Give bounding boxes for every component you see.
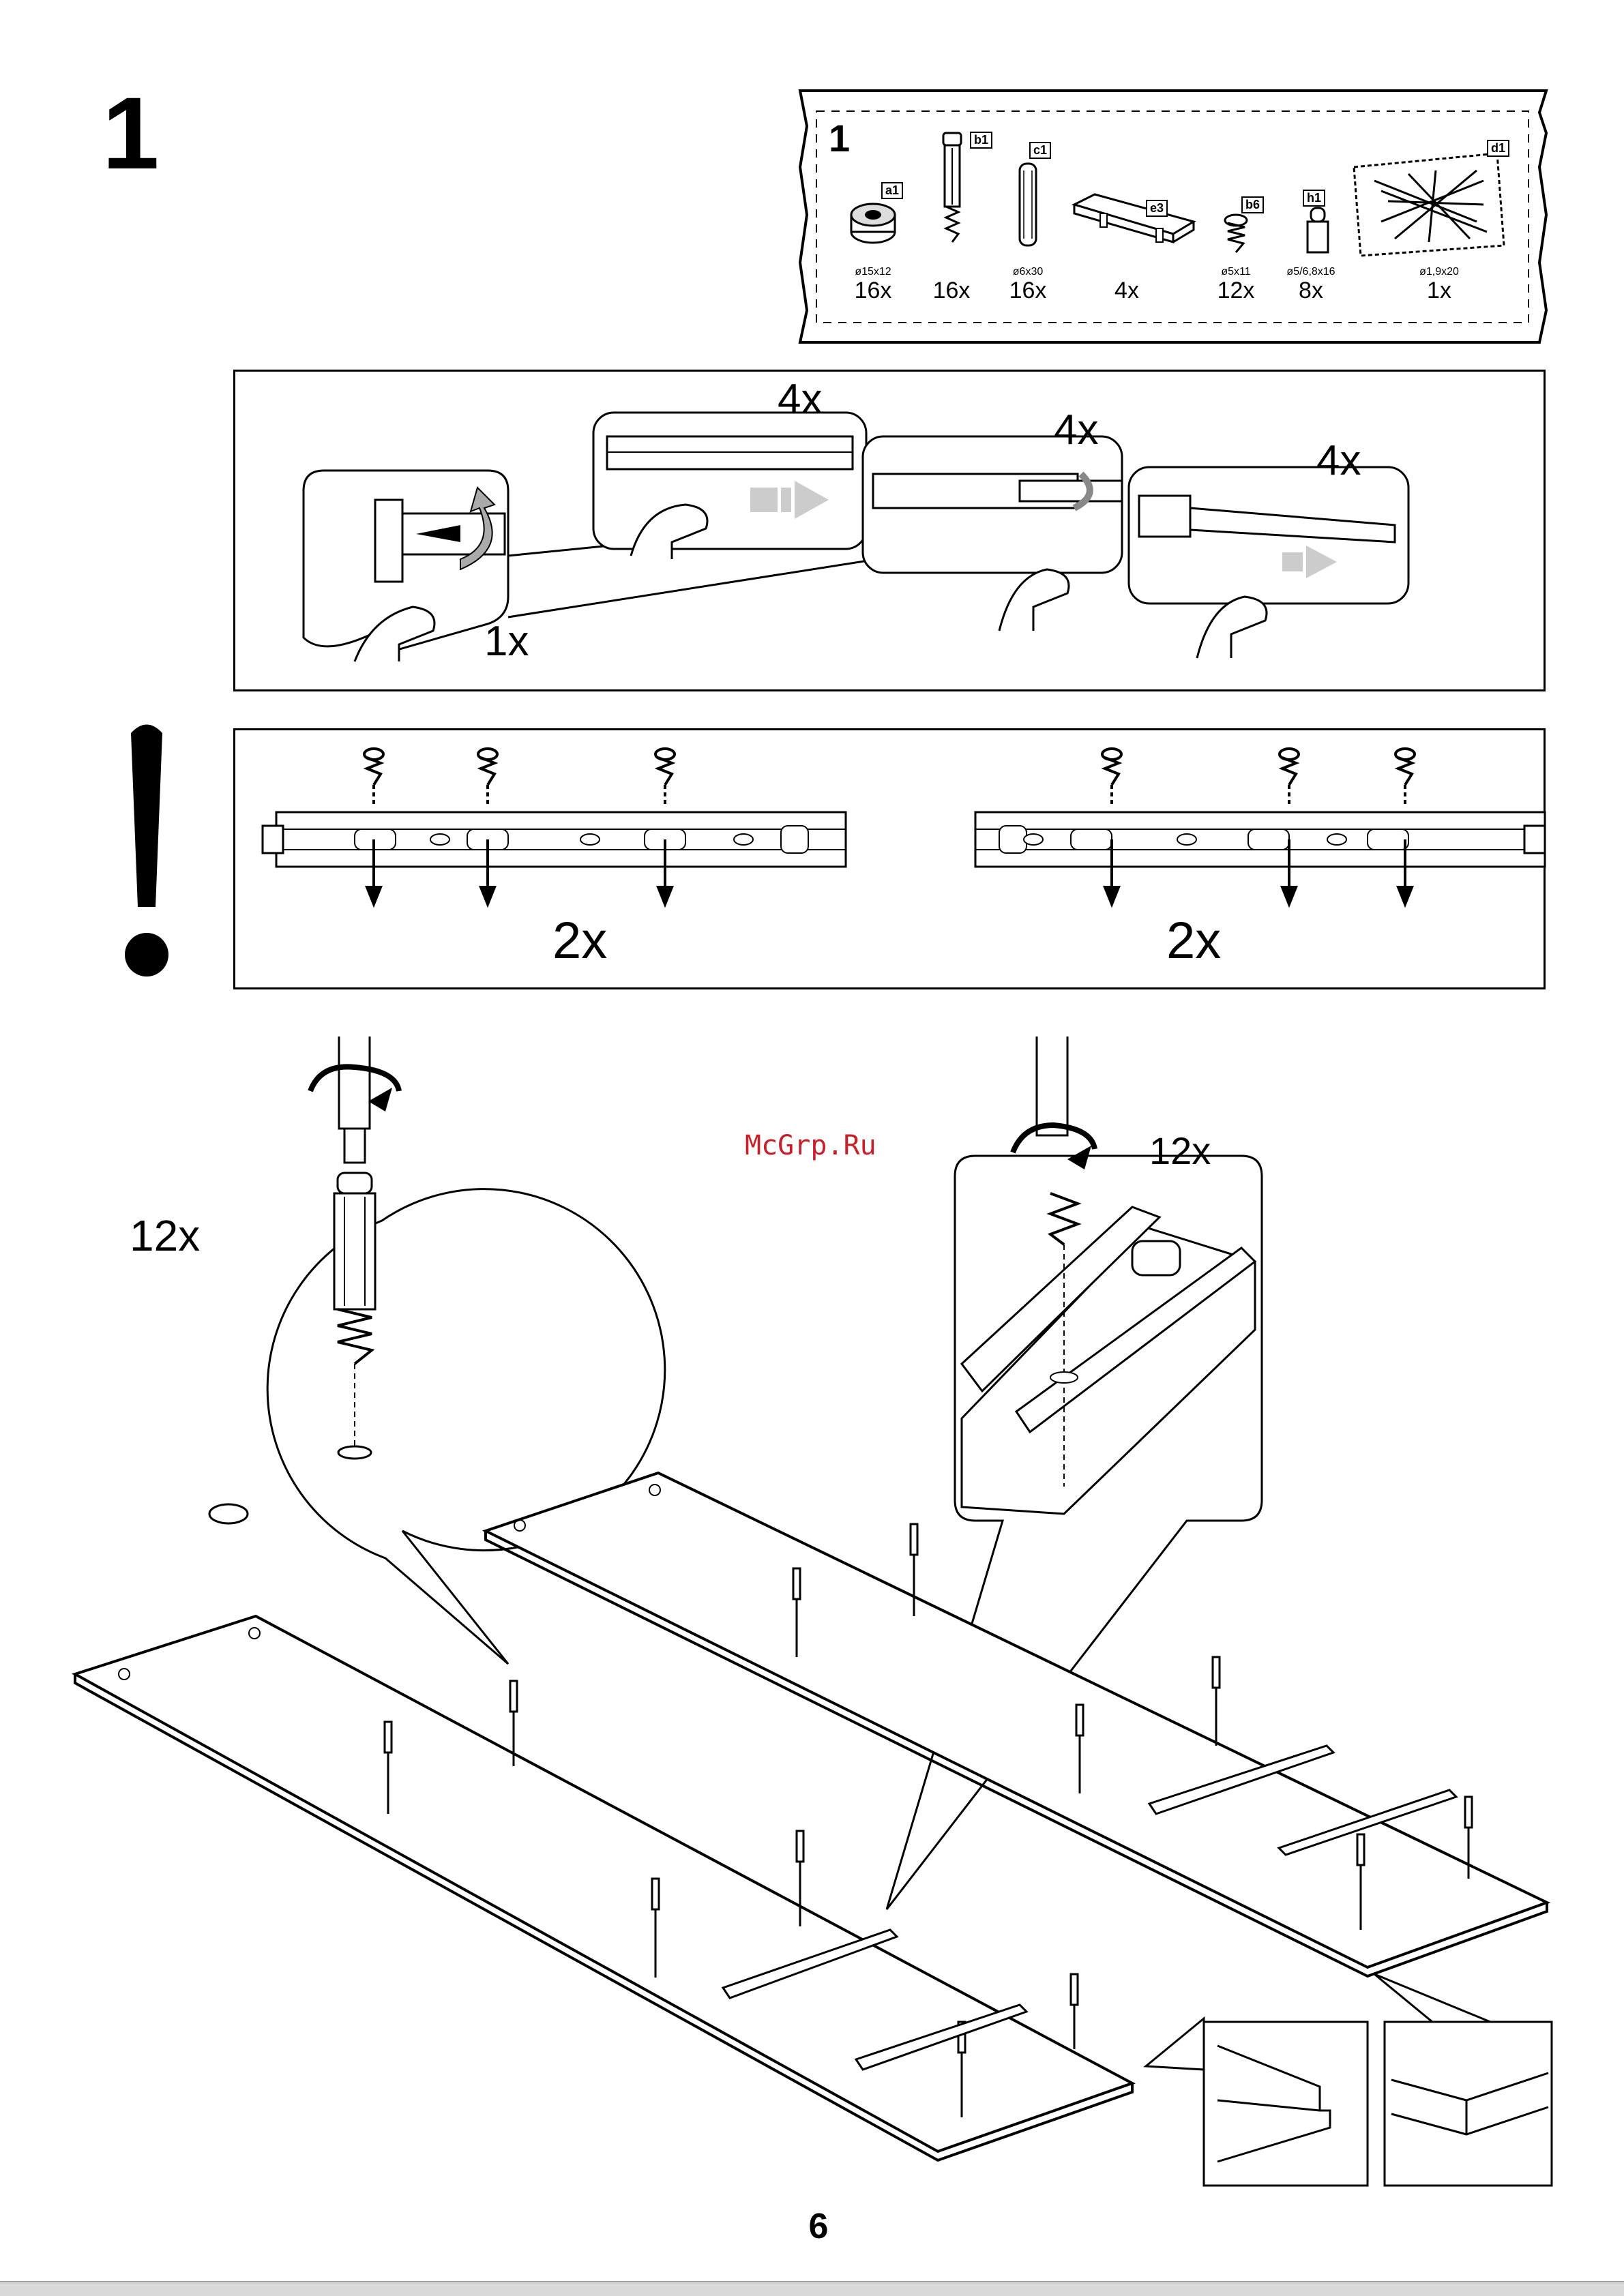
part-tag-d1: d1 [1487,140,1509,157]
part-dimension-c1: ø6x30 [987,266,1069,278]
nail-bag-icon [1354,153,1504,256]
step-number: 1 [102,82,159,184]
part-quantity-a1: 16x [832,278,914,304]
part-dimension-a1: ø15x12 [832,266,914,278]
cam-callout-count: 12x [130,1210,200,1261]
cam-lock-icon [851,204,895,243]
part-dimension-h1: ø5/6,8x16 [1270,266,1352,278]
screw-count-right: 2x [1166,911,1221,970]
watermark: McGrp.Ru [745,1130,876,1161]
parts-box-step: 1 [829,116,850,160]
screw-position-illustration [235,730,1548,992]
part-quantity-c1: 16x [987,278,1069,304]
page-number: 6 [798,2206,839,2247]
edge-detail-left [1146,2018,1368,2186]
slide-extension-illustration [235,372,1548,694]
part-tag-b1: b1 [970,132,992,149]
part-quantity-b6: 12x [1195,278,1277,304]
screw-count-left: 2x [552,911,607,970]
part-dimension-b6: ø5x11 [1195,266,1277,278]
part-quantity-h1: 8x [1270,278,1352,304]
slide-count-1x: 1x [484,617,529,666]
part-quantity-b1: 16x [911,278,992,304]
part-tag-e3: e3 [1146,200,1168,217]
parts-box: 1 a1 b1 c1 e3 b6 h1 d1 ø15x12 ø6x30 ø5x1… [795,85,1552,348]
part-quantity-e3: 4x [1086,278,1168,304]
slide-count-4x-third: 4x [1316,436,1361,485]
part-tag-h1: h1 [1303,190,1325,207]
bottom-rule [0,2281,1624,2296]
part-tag-b6: b6 [1241,196,1264,213]
edge-detail-right [1374,1974,1552,2186]
dowel-icon [1020,164,1036,245]
part-quantity-d1: 1x [1398,278,1480,304]
assembly-illustration: 12x 12x [0,1037,1624,2196]
screw-position-panel: 2x 2x [233,728,1546,989]
part-tag-a1: a1 [881,182,903,199]
parts-box-bag-outline [795,85,1552,348]
slide-extension-panel: 1x 4x 4x 4x [233,370,1546,691]
part-tag-c1: c1 [1029,142,1051,159]
slide-count-4x-second: 4x [1054,406,1098,454]
screw-callout-count: 12x [1149,1129,1211,1173]
warning-exclamation-icon [116,719,177,992]
part-dimension-d1: ø1,9x20 [1398,266,1480,278]
slide-count-4x-first: 4x [778,375,822,423]
shelf-pin-icon [1308,208,1328,252]
